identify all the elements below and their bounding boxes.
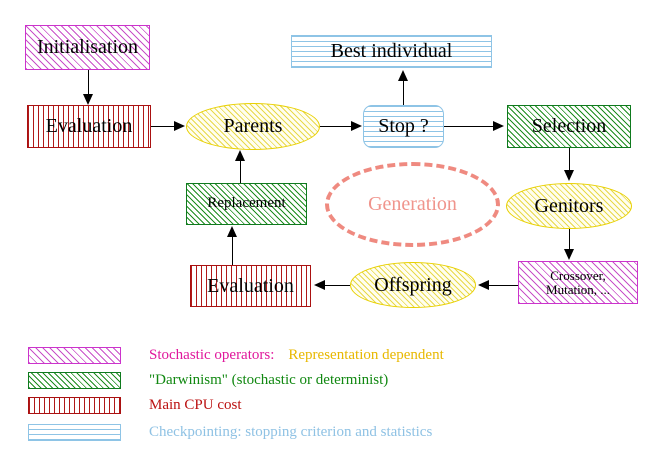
legend-row-cpu-cost: Main CPU cost: [0, 397, 242, 414]
node-initialisation-label: Initialisation: [36, 36, 139, 58]
legend-row-darwinism: "Darwinism" (stochastic or determinist): [0, 372, 388, 389]
arrow-crossover-to-offspring-head: [478, 280, 489, 290]
node-replacement-label: Replacement: [207, 195, 286, 212]
node-initialisation[interactable]: Initialisation: [25, 25, 150, 70]
node-evaluation-bottom-label: Evaluation: [207, 274, 294, 297]
arrow-evaluation-to-parents-head: [174, 121, 185, 131]
arrow-offspring-to-evaluation-head: [314, 280, 325, 290]
legend-label-checkpointing: Checkpointing: stopping criterion and st…: [149, 424, 433, 440]
node-selection-label: Selection: [531, 115, 607, 137]
arrow-initialisation-to-evaluation-head: [83, 94, 93, 105]
node-crossover-label-line2: Mutation, ...: [546, 281, 610, 297]
node-crossover-label-line1: Crossover,: [550, 267, 606, 283]
arrow-stop-to-best-individual-head: [398, 70, 408, 81]
node-offspring[interactable]: Offspring: [350, 262, 476, 308]
legend-label-cpu-cost: Main CPU cost: [149, 397, 242, 413]
arrow-evaluation-to-parents-line: [151, 126, 176, 127]
arrow-stop-to-best-individual-line: [403, 80, 404, 105]
node-genitors-label: Genitors: [534, 194, 604, 217]
arrow-evaluation-to-replacement-head: [227, 226, 237, 237]
arrow-parents-to-stop-line: [320, 126, 353, 127]
node-generation-label: Generation: [368, 193, 457, 215]
legend-swatch-green: [28, 372, 121, 389]
legend-swatch-blue: [28, 424, 121, 441]
arrow-stop-to-selection-head: [493, 121, 504, 131]
node-best-individual[interactable]: Best individual: [291, 35, 492, 68]
arrow-replacement-to-parents-head: [235, 150, 245, 161]
node-parents[interactable]: Parents: [186, 103, 320, 150]
arrow-parents-to-stop-head: [351, 121, 362, 131]
node-selection[interactable]: Selection: [507, 105, 631, 148]
legend-label-darwinism: "Darwinism" (stochastic or determinist): [149, 372, 389, 388]
arrow-genitors-to-crossover-head: [564, 249, 574, 260]
arrow-offspring-to-evaluation-line: [325, 285, 350, 286]
arrow-initialisation-to-evaluation-line: [88, 70, 89, 97]
node-stop-label: Stop ?: [378, 115, 429, 137]
arrow-stop-to-selection-line: [444, 126, 495, 127]
node-crossover-mutation[interactable]: Crossover, Mutation, ...: [518, 261, 638, 304]
node-stop[interactable]: Stop ?: [363, 105, 444, 148]
node-generation-group: Generation: [325, 162, 500, 247]
arrow-selection-to-genitors-line: [569, 148, 570, 172]
node-offspring-label: Offspring: [374, 273, 452, 296]
legend-row-stochastic: Stochastic operators: Representation dep…: [0, 347, 444, 364]
node-replacement[interactable]: Replacement: [186, 183, 307, 225]
legend-label-stochastic: Stochastic operators:: [149, 347, 275, 363]
arrow-genitors-to-crossover-line: [569, 229, 570, 251]
legend-label-representation-dependent: Representation dependent: [288, 347, 444, 363]
legend-row-checkpointing: Checkpointing: stopping criterion and st…: [0, 424, 432, 441]
arrow-evaluation-to-replacement-line: [232, 236, 233, 265]
legend-swatch-red: [28, 397, 121, 414]
arrow-replacement-to-parents-line: [240, 160, 241, 183]
node-genitors[interactable]: Genitors: [506, 183, 632, 229]
arrow-selection-to-genitors-head: [564, 170, 574, 181]
node-parents-label: Parents: [223, 115, 283, 137]
node-evaluation-top[interactable]: Evaluation: [27, 105, 151, 148]
node-best-individual-label: Best individual: [330, 40, 453, 62]
node-evaluation-bottom[interactable]: Evaluation: [190, 265, 311, 307]
arrow-crossover-to-offspring-line: [489, 285, 518, 286]
legend-swatch-magenta: [28, 347, 121, 364]
node-evaluation-top-label: Evaluation: [45, 115, 133, 137]
